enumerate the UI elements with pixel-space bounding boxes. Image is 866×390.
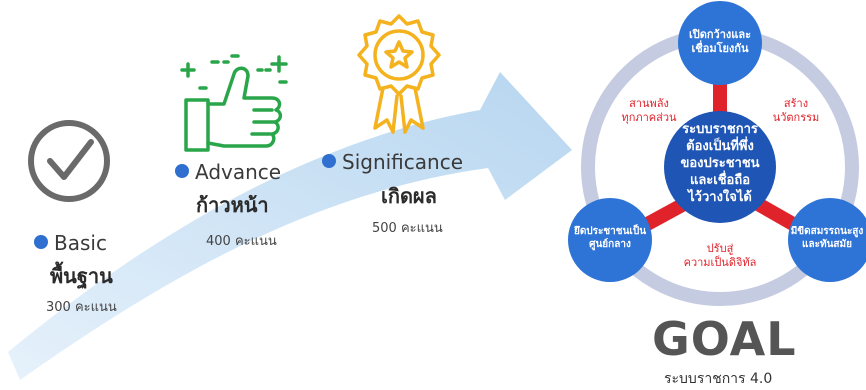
- stage-significance-thai: เกิดผล: [381, 184, 437, 208]
- stage-advance-points: 400 คะแนน: [206, 234, 277, 249]
- node-right: [788, 198, 866, 282]
- stage-advance-thai: ก้าวหน้า: [196, 193, 269, 217]
- bullet-dot-icon: [175, 164, 189, 178]
- goal-title: GOAL: [652, 312, 797, 366]
- label-bottom: ปรับสู่ ความเป็นดิจิทัล: [683, 242, 757, 270]
- stage-basic-points: 300 คะแนน: [46, 300, 117, 315]
- node-left: [568, 198, 652, 282]
- bullet-dot-icon: [34, 235, 48, 249]
- stage-basic-title: Basic: [34, 231, 107, 255]
- center-label: ระบบราชการ ต้องเป็นที่พึ่ง ของประชาชน แล…: [680, 122, 760, 205]
- stage-basic-thai: พื้นฐาน: [50, 264, 113, 288]
- stage-significance-title: Significance: [322, 150, 463, 174]
- node-top: [678, 1, 762, 85]
- bullet-dot-icon: [322, 154, 336, 168]
- stage-significance-points: 500 คะแนน: [372, 221, 443, 236]
- label-upper-right: สร้าง นวัตกรรม: [772, 97, 820, 125]
- goal-subtitle: ระบบราชการ 4.0: [664, 371, 773, 387]
- node-right-label: มีขีดสมรรถนะสูง และทันสมัย: [790, 226, 864, 250]
- label-upper-left: สานพลัง ทุกภาคส่วน: [621, 97, 677, 125]
- center-circle: [664, 111, 776, 223]
- checkmark-circle-icon: [28, 120, 110, 202]
- award-badge-icon: [357, 14, 441, 134]
- node-top-label: เปิดกว้างและ เชื่อมโยงกัน: [688, 28, 751, 55]
- stage-advance-title: Advance: [175, 160, 281, 184]
- node-left-label: ยึดประชาชนเป็น ศูนย์กลาง: [573, 226, 647, 250]
- thumbs-up-icon: [180, 54, 288, 152]
- arrow-body: [8, 72, 572, 380]
